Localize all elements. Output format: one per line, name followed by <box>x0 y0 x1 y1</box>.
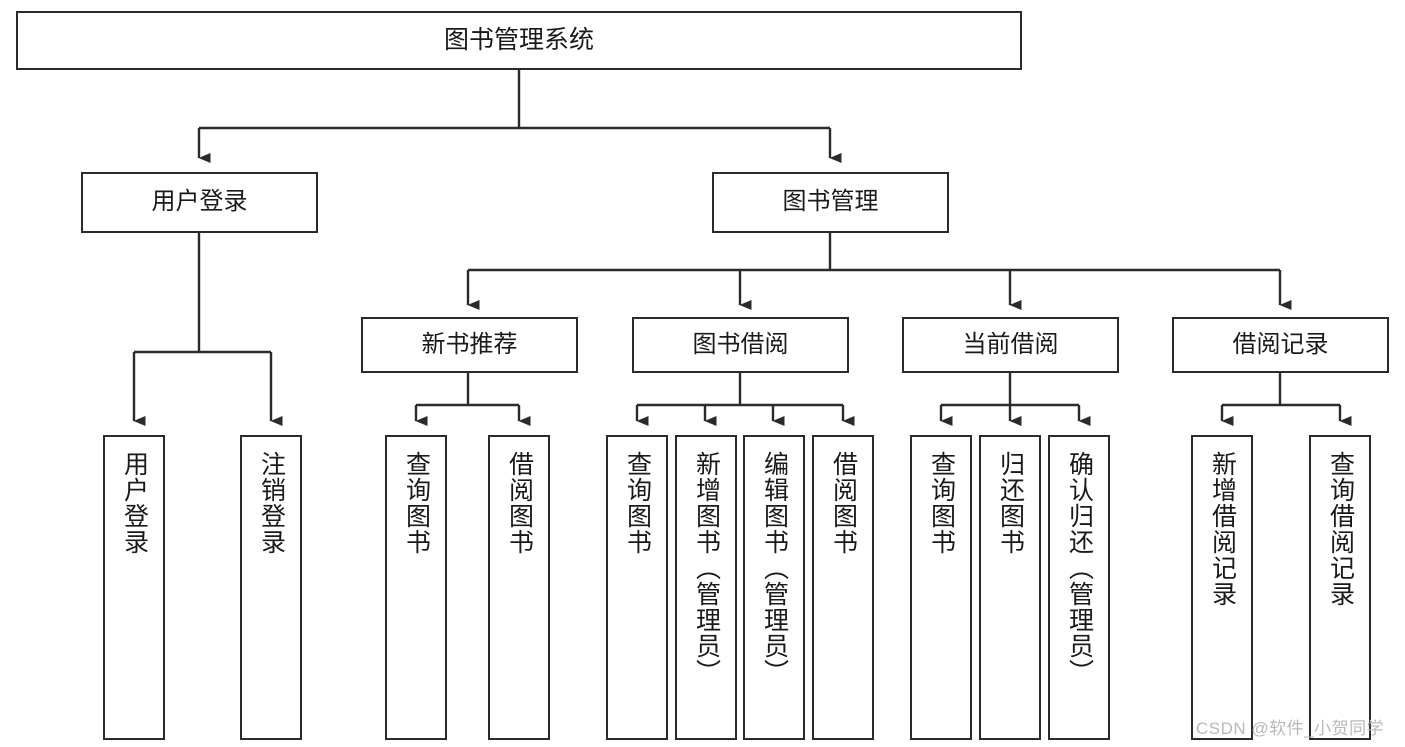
leaf-add-book-admin[interactable]: 新增图书（管理员） <box>675 435 737 740</box>
node-label: 查询图书 <box>623 451 652 555</box>
node-label: 新增图书（管理员） <box>692 451 721 685</box>
node-label: 查询图书 <box>927 451 956 555</box>
node-root-system[interactable]: 图书管理系统 <box>16 11 1022 70</box>
node-label: 用户登录 <box>151 188 248 216</box>
node-label: 确认归还（管理员） <box>1065 451 1094 685</box>
leaf-query-book-borrow[interactable]: 查询图书 <box>606 435 668 740</box>
node-label: 图书借阅 <box>692 330 789 358</box>
node-label: 图书管理 <box>782 188 879 216</box>
leaf-query-borrow-record[interactable]: 查询借阅记录 <box>1309 435 1371 740</box>
node-label: 借阅记录 <box>1232 330 1329 358</box>
leaf-query-book-current[interactable]: 查询图书 <box>910 435 972 740</box>
node-label: 借阅图书 <box>505 451 534 555</box>
node-label: 新增借阅记录 <box>1208 451 1237 607</box>
node-new-book-recommendation[interactable]: 新书推荐 <box>361 317 578 373</box>
node-book-borrow[interactable]: 图书借阅 <box>632 317 849 373</box>
node-label: 注销登录 <box>257 451 286 555</box>
leaf-edit-book-admin[interactable]: 编辑图书（管理员） <box>743 435 805 740</box>
node-label: 归还图书 <box>996 451 1025 555</box>
node-book-management[interactable]: 图书管理 <box>712 172 949 233</box>
leaf-user-login[interactable]: 用户登录 <box>103 435 165 740</box>
node-label: 图书管理系统 <box>443 25 594 54</box>
leaf-logout[interactable]: 注销登录 <box>240 435 302 740</box>
node-label: 用户登录 <box>120 451 149 555</box>
node-label: 查询借阅记录 <box>1326 451 1355 607</box>
node-user-login[interactable]: 用户登录 <box>81 172 318 233</box>
leaf-borrow-book-recommend[interactable]: 借阅图书 <box>488 435 550 740</box>
node-label: 查询图书 <box>402 451 431 555</box>
node-label: 新书推荐 <box>421 330 518 358</box>
node-label: 当前借阅 <box>962 330 1059 358</box>
leaf-return-book[interactable]: 归还图书 <box>979 435 1041 740</box>
node-label: 编辑图书（管理员） <box>760 451 789 685</box>
leaf-query-book-recommend[interactable]: 查询图书 <box>385 435 447 740</box>
node-label: 借阅图书 <box>829 451 858 555</box>
node-borrow-records[interactable]: 借阅记录 <box>1172 317 1389 373</box>
leaf-confirm-return-admin[interactable]: 确认归还（管理员） <box>1048 435 1110 740</box>
node-current-borrow[interactable]: 当前借阅 <box>902 317 1119 373</box>
leaf-add-borrow-record[interactable]: 新增借阅记录 <box>1191 435 1253 740</box>
leaf-borrow-book[interactable]: 借阅图书 <box>812 435 874 740</box>
